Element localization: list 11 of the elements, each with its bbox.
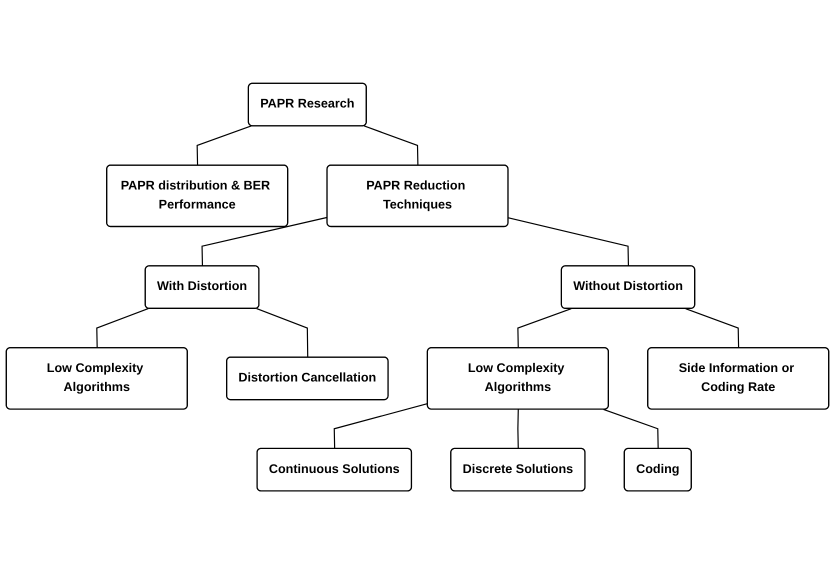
connector: [508, 217, 630, 266]
connector: [603, 408, 659, 449]
connector: [517, 308, 572, 348]
connector: [201, 216, 328, 266]
connector: [196, 125, 252, 166]
connector: [364, 125, 418, 166]
connector: [685, 308, 740, 348]
connector: [96, 308, 149, 348]
connector: [517, 409, 519, 449]
connector: [256, 308, 308, 358]
connector: [334, 402, 428, 449]
